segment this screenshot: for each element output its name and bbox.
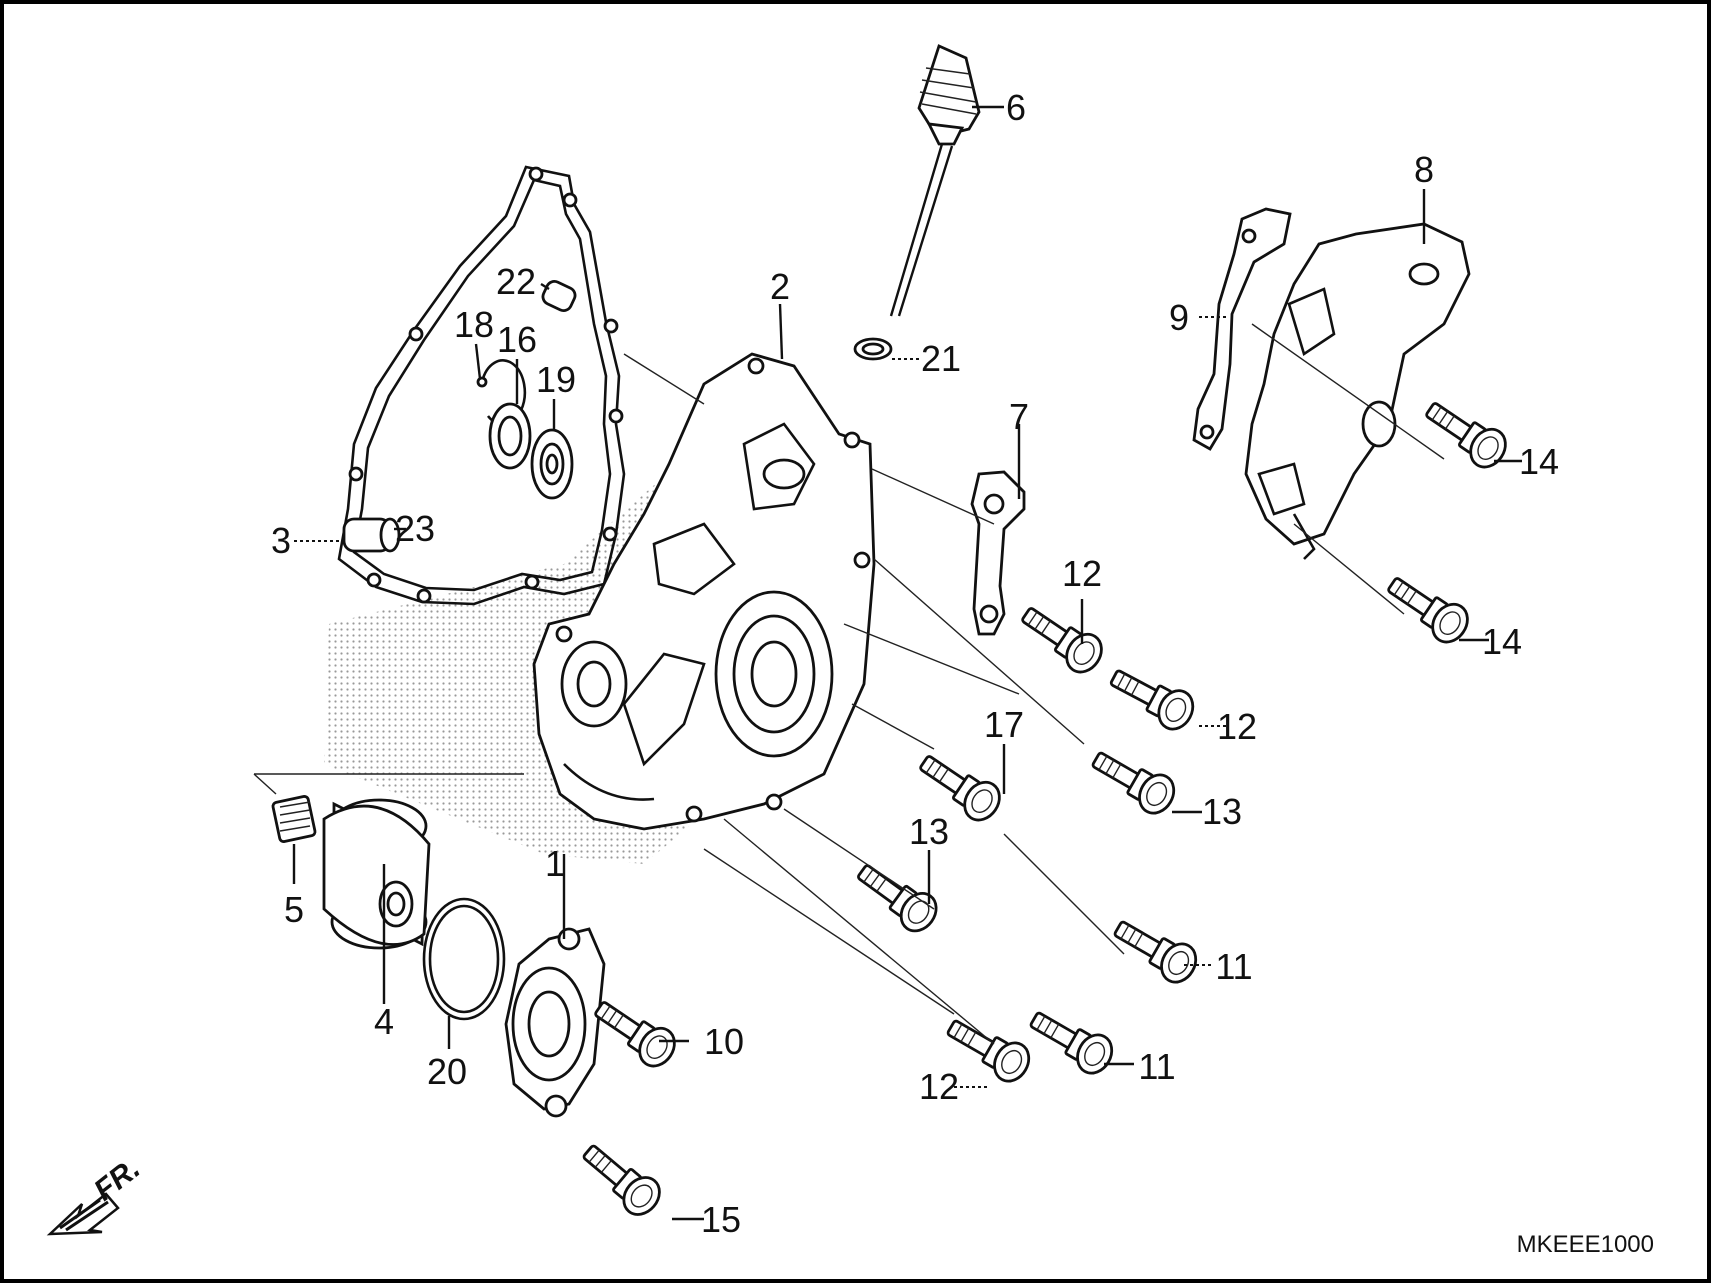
- callout-18: 18: [454, 304, 494, 345]
- o-ring-part-21: [853, 337, 893, 361]
- callout-14-top: 14: [1519, 441, 1559, 482]
- diagram-code: MKEEE1000: [1517, 1231, 1654, 1258]
- callout-9: 9: [1169, 297, 1189, 338]
- bracket-part-7: [970, 470, 1026, 636]
- callout-4: 4: [374, 1001, 394, 1042]
- front-marker-label: FR.: [88, 1152, 146, 1208]
- callout-8: 8: [1414, 149, 1434, 190]
- callout-23: 23: [395, 508, 435, 549]
- front-direction-marker: FR.: [46, 1152, 146, 1236]
- callout-16: 16: [497, 319, 537, 360]
- o-ring-part-20: [422, 897, 506, 1021]
- bolt-part-12-mid: [1103, 657, 1201, 737]
- callout-2: 2: [770, 266, 790, 307]
- callout-12-top: 12: [1062, 553, 1102, 594]
- dowel-pin-part-22: [541, 280, 577, 312]
- callout-19: 19: [536, 359, 576, 400]
- spring-part-5: [271, 795, 317, 843]
- bracket-part-8: [1244, 222, 1471, 560]
- callout-21: 21: [921, 338, 961, 379]
- callout-6: 6: [1006, 87, 1026, 128]
- callout-5: 5: [284, 889, 304, 930]
- bolt-part-14-low: [1379, 566, 1476, 651]
- leader-lines: [292, 105, 1522, 1221]
- oil-filter-part-4: [322, 798, 431, 950]
- bolt-part-11-low: [1022, 1000, 1120, 1081]
- bolt-part-12-top: [1013, 596, 1110, 681]
- filter-cover-part-1: [504, 927, 606, 1118]
- callout-14-low: 14: [1482, 621, 1522, 662]
- callout-3: 3: [271, 520, 291, 561]
- assembly-lines: [253, 323, 1445, 1045]
- callout-13-right: 13: [1202, 791, 1242, 832]
- callout-12-low: 12: [919, 1066, 959, 1107]
- exploded-parts-diagram: 1 2 3 4 5 6 7 8 9 10 11 11 12 12 12 13 1…: [46, 44, 1654, 1258]
- bolt-part-13-top: [1084, 740, 1182, 821]
- plate-part-9: [1192, 207, 1292, 451]
- crankcase-cover-part-2: [532, 352, 876, 831]
- callout-17: 17: [984, 704, 1024, 745]
- callout-15: 15: [701, 1199, 741, 1240]
- callout-20: 20: [427, 1051, 467, 1092]
- callout-13-mid: 13: [909, 811, 949, 852]
- gasket-part-3: [337, 165, 626, 606]
- bolt-part-11-right: [1106, 909, 1204, 990]
- oil-dipstick-part-6: [889, 44, 981, 317]
- oil-seal-part-19: [530, 428, 574, 500]
- callout-1: 1: [545, 843, 565, 884]
- callout-12-mid: 12: [1217, 706, 1257, 747]
- callout-7: 7: [1009, 396, 1029, 437]
- callout-10: 10: [704, 1021, 744, 1062]
- callout-22: 22: [496, 261, 536, 302]
- dowel-pin-part-23: [342, 517, 401, 553]
- callouts: 1 2 3 4 5 6 7 8 9 10 11 11 12 12 12 13 1…: [271, 87, 1559, 1240]
- callout-11-low: 11: [1138, 1046, 1175, 1087]
- bolt-part-10: [586, 990, 683, 1075]
- washer-part-16: [488, 402, 532, 470]
- callout-11-right: 11: [1215, 946, 1252, 987]
- bolt-part-15: [573, 1134, 669, 1224]
